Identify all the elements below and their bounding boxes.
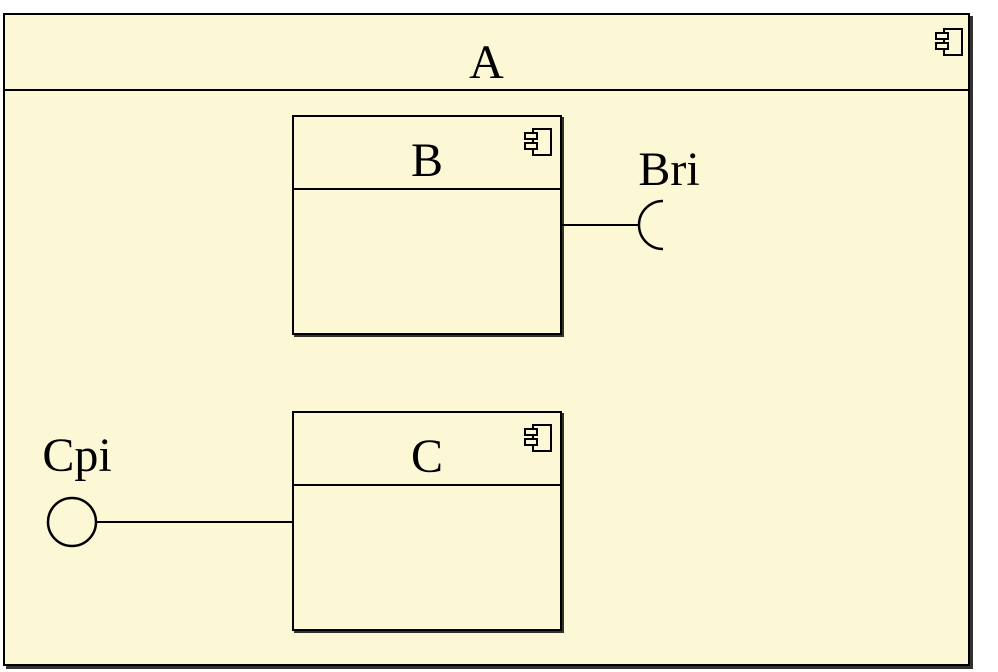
component-icon-tab bbox=[935, 42, 949, 50]
component-icon-tab bbox=[524, 438, 538, 446]
component-icon-tab bbox=[935, 32, 949, 40]
component-c-label: C bbox=[410, 430, 443, 483]
provided-interface-ball-icon bbox=[46, 496, 98, 548]
component-c-header: C bbox=[294, 413, 560, 486]
component-a-label: A bbox=[469, 36, 504, 89]
component-b-label: B bbox=[410, 134, 443, 187]
component-b: B bbox=[292, 115, 562, 335]
cpi-label: Cpi bbox=[42, 429, 112, 482]
component-a-header: A bbox=[5, 15, 968, 91]
component-icon bbox=[935, 28, 963, 56]
component-c: C bbox=[292, 411, 562, 631]
bri-label: Bri bbox=[638, 143, 700, 196]
component-icon-tab bbox=[524, 428, 538, 436]
component-icon bbox=[524, 128, 552, 156]
required-interface-socket-icon bbox=[637, 199, 664, 251]
cpi-connector-line bbox=[96, 521, 292, 523]
component-a: A B C bbox=[3, 13, 970, 666]
component-icon bbox=[524, 424, 552, 452]
component-b-header: B bbox=[294, 117, 560, 190]
bri-connector-line bbox=[562, 224, 639, 226]
component-icon-tab bbox=[524, 132, 538, 140]
component-icon-tab bbox=[524, 142, 538, 150]
